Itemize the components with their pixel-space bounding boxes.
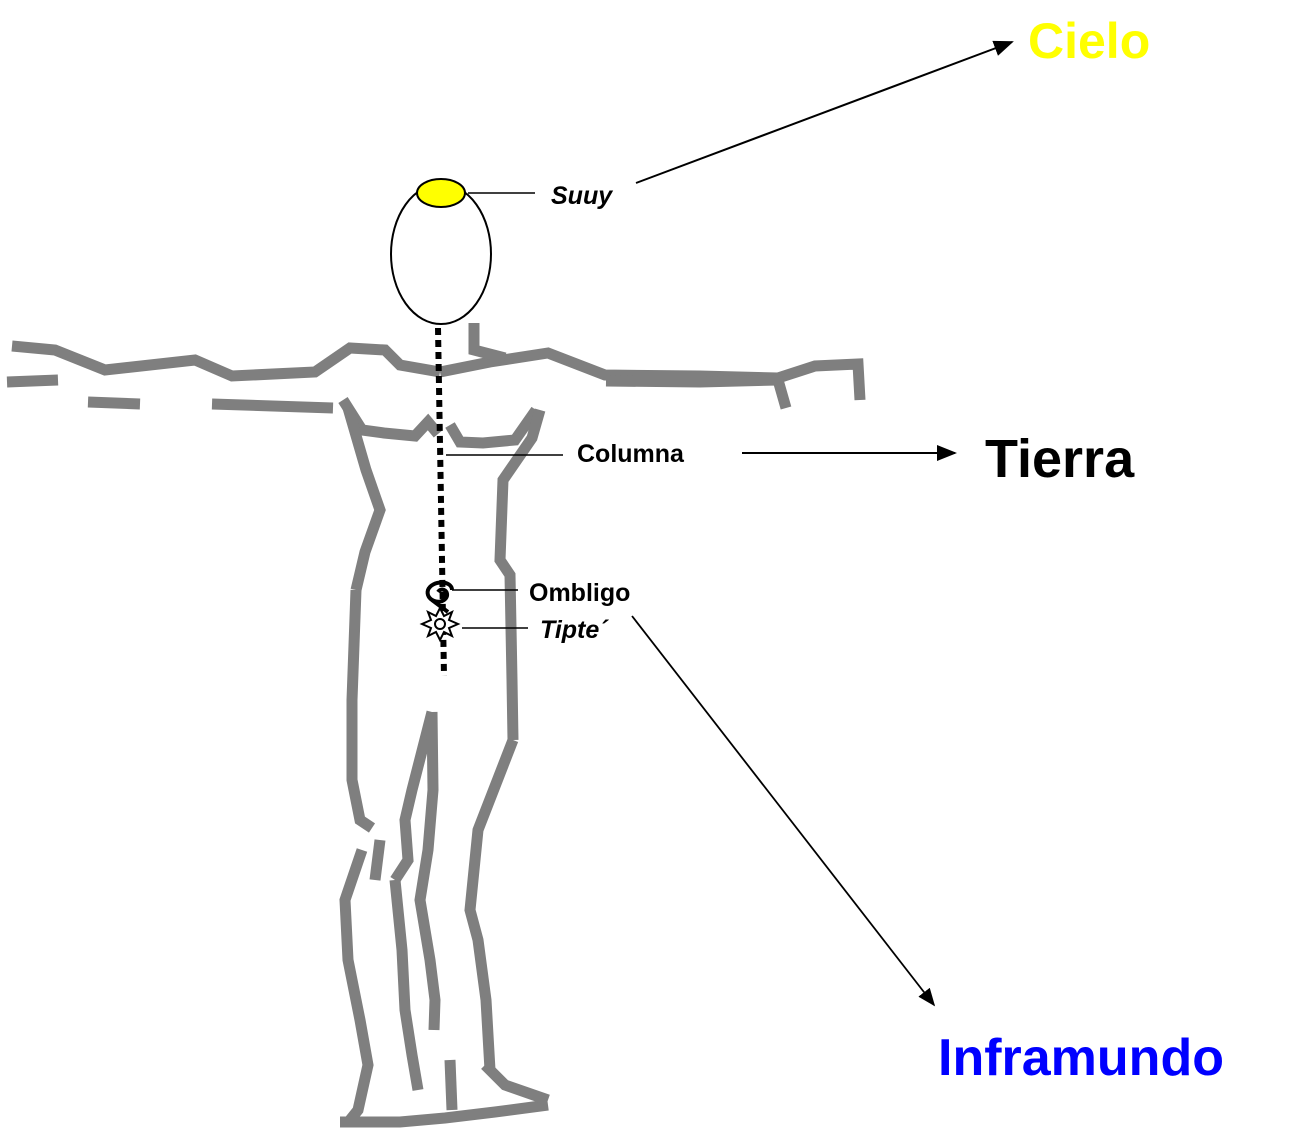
ombligo-label: Ombligo: [529, 579, 630, 607]
tierra-label: Tierra: [985, 429, 1135, 489]
columna-label: Columna: [577, 440, 685, 468]
cielo-label: Cielo: [1028, 13, 1150, 69]
body-outline: [7, 323, 860, 1122]
tipte-to-inframundo-arrow: [632, 616, 934, 1005]
inframundo-label: Inframundo: [938, 1029, 1224, 1087]
star-icon: [422, 608, 458, 640]
tipte-label: Tipte´: [540, 616, 609, 644]
suuy-label: Suuy: [551, 182, 613, 210]
suuy-to-cielo-arrow: [636, 42, 1012, 183]
suuy-spot: [417, 179, 465, 207]
